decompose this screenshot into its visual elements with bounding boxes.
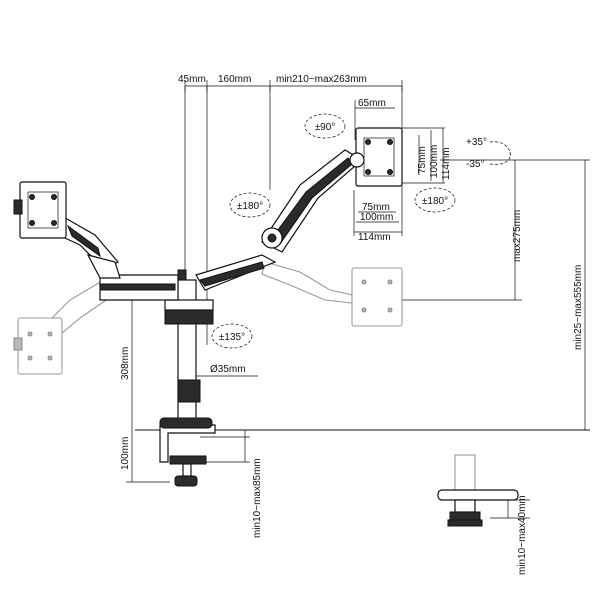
pole-assembly	[159, 269, 216, 487]
dimension-labels: 45mm 160mm min210~max263mm 65mm 75mm 100…	[120, 74, 584, 575]
ghost-grommet	[454, 454, 476, 491]
svg-text:±180°: ±180°	[237, 201, 263, 212]
svg-text:±90°: ±90°	[315, 122, 336, 133]
svg-text:Ø35mm: Ø35mm	[210, 364, 246, 375]
rotation-badge-135: ±135°	[211, 323, 253, 349]
svg-text:min10~max85mm: min10~max85mm	[252, 458, 263, 538]
svg-text:65mm: 65mm	[358, 98, 386, 109]
svg-text:±135°: ±135°	[219, 332, 245, 343]
svg-text:114mm: 114mm	[441, 147, 452, 180]
dimension-lines	[126, 80, 590, 519]
svg-text:308mm: 308mm	[120, 347, 131, 380]
tilt-badge: +35° -35°	[466, 137, 511, 170]
svg-text:min25~max555mm: min25~max555mm	[573, 265, 584, 350]
arm-right	[195, 149, 364, 291]
vesa-plate-right	[349, 127, 403, 187]
rotation-badge-90: ±90°	[304, 113, 346, 139]
svg-text:100mm: 100mm	[120, 437, 131, 470]
svg-text:160mm: 160mm	[218, 74, 251, 85]
svg-text:114mm: 114mm	[358, 232, 391, 243]
svg-text:min10~max40mm: min10~max40mm	[517, 495, 528, 575]
svg-text:75mm: 75mm	[362, 202, 390, 213]
svg-text:45mm: 45mm	[178, 74, 206, 85]
svg-text:max275mm: max275mm	[512, 210, 523, 262]
svg-text:min210~max263mm: min210~max263mm	[276, 74, 367, 85]
svg-text:+35°: +35°	[466, 137, 487, 148]
svg-text:100mm: 100mm	[429, 145, 440, 178]
svg-text:75mm: 75mm	[417, 146, 428, 174]
rotation-badge-180-top: ±180°	[229, 192, 271, 218]
svg-text:100mm: 100mm	[360, 212, 393, 223]
arm-left	[51, 214, 179, 301]
grommet-base	[437, 489, 519, 527]
rotation-badge-180-head: ±180°	[414, 187, 456, 213]
ghost-arm-right	[261, 261, 403, 327]
vesa-plate-left	[13, 181, 67, 239]
svg-text:-35°: -35°	[466, 159, 484, 170]
svg-text:±180°: ±180°	[422, 196, 448, 207]
